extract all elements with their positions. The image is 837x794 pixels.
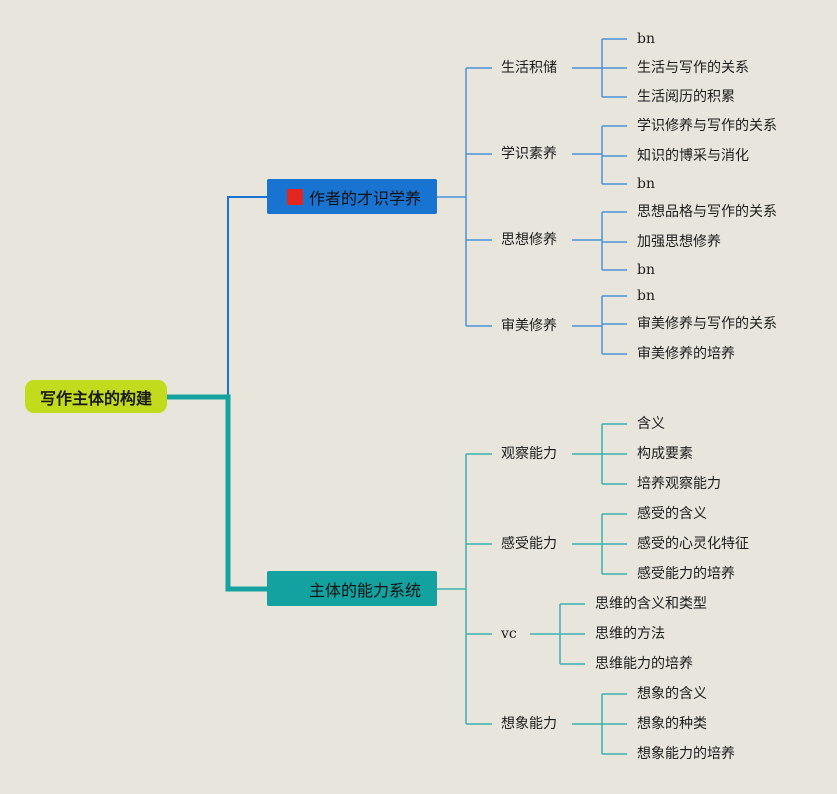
leaf-node[interactable]: 思维的含义和类型 [595,596,707,612]
links-branch1-leaves [572,38,627,355]
sub-node[interactable]: vc [501,626,517,642]
root-node[interactable]: 写作主体的构建 [25,380,167,413]
branch-node-ability-system[interactable]: 主体的能力系统 [267,571,437,606]
leaf-node[interactable]: 学识修养与写作的关系 [637,118,777,134]
leaf-node[interactable]: bn [637,262,655,278]
leaf-node[interactable]: 生活与写作的关系 [637,60,749,76]
leaf-node[interactable]: 构成要素 [637,446,693,462]
link-root-branch1 [167,196,267,397]
leaf-node[interactable]: 加强思想修养 [637,234,721,250]
root-label: 写作主体的构建 [39,388,152,408]
leaf-node[interactable]: 含义 [637,416,665,432]
sub-node[interactable]: 生活积储 [501,60,557,76]
sub-node[interactable]: 想象能力 [501,716,557,732]
leaf-node[interactable]: 感受的含义 [637,506,707,522]
leaf-node[interactable]: bn [637,176,655,192]
leaf-node[interactable]: 生活阅历的积累 [637,89,735,105]
link-branch2-subs [437,453,492,725]
leaf-node[interactable]: 思维能力的培养 [595,656,693,672]
leaf-node[interactable]: 思维的方法 [595,626,665,642]
red-flag-icon [287,188,303,205]
teal-flag-icon [287,580,303,597]
branch1-label: 作者的才识学养 [309,188,422,208]
leaf-node[interactable]: 思想品格与写作的关系 [637,204,777,220]
leaf-node[interactable]: bn [637,288,655,304]
sub-node[interactable]: 观察能力 [501,446,557,462]
leaf-node[interactable]: 感受能力的培养 [637,566,735,582]
leaf-node[interactable]: 想象的种类 [637,716,707,732]
sub-node[interactable]: 审美修养 [501,318,557,334]
branch2-label: 主体的能力系统 [309,580,422,600]
sub-node[interactable]: 感受能力 [501,536,557,552]
leaf-node[interactable]: 培养观察能力 [637,476,721,492]
link-root-branch2 [167,394,267,592]
leaf-node[interactable]: 感受的心灵化特征 [637,536,749,552]
leaf-node[interactable]: 知识的博采与消化 [637,148,749,164]
leaf-node[interactable]: 想象的含义 [637,686,707,702]
leaf-node[interactable]: bn [637,31,655,47]
links-branch2-leaves [530,423,627,755]
leaf-node[interactable]: 想象能力的培养 [637,746,735,762]
sub-node[interactable]: 学识素养 [501,146,557,162]
leaf-node[interactable]: 审美修养与写作的关系 [637,316,777,332]
leaf-node[interactable]: 审美修养的培养 [637,346,735,362]
link-branch1-subs [437,67,492,327]
branch-node-author-cultivation[interactable]: 作者的才识学养 [267,179,437,214]
sub-node[interactable]: 思想修养 [501,232,557,248]
